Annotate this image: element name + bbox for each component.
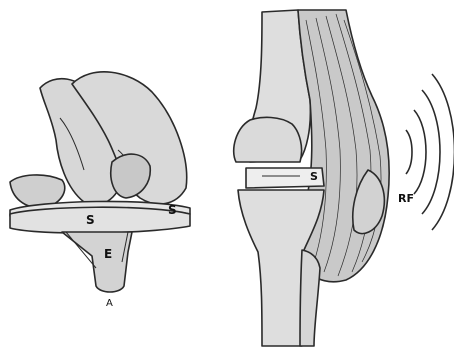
knee-spacer-label: S bbox=[310, 170, 318, 183]
fibula bbox=[300, 250, 320, 346]
implant-spacer-label-right: S bbox=[168, 203, 177, 217]
tibial-stem bbox=[62, 232, 132, 292]
implant-spacer-label-left: S bbox=[86, 213, 95, 227]
implant-stem-label: E bbox=[104, 247, 112, 261]
knee-implant bbox=[10, 72, 190, 292]
rf-label: RF bbox=[398, 192, 414, 205]
implant-caption-label: A bbox=[106, 298, 113, 309]
rf-wave-icon bbox=[406, 74, 454, 230]
tibial-tray bbox=[10, 207, 190, 233]
femoral-condyle bbox=[234, 117, 302, 162]
